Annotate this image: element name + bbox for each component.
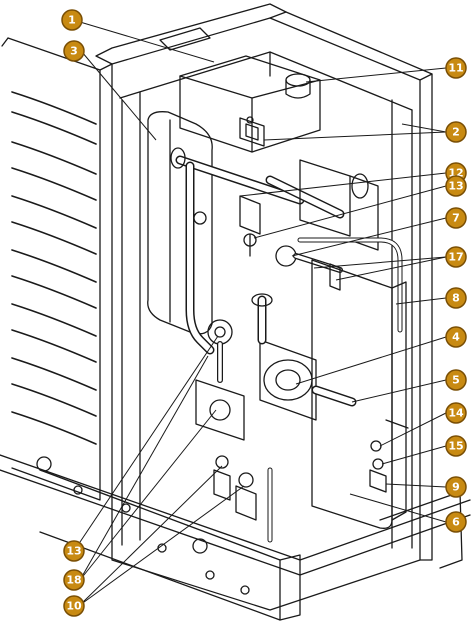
air-purge-valve [285, 73, 311, 99]
callout-label: 6 [452, 516, 460, 529]
callout-label: 17 [448, 251, 463, 264]
callout-15: 15 [445, 435, 467, 457]
callout-label: 10 [66, 600, 82, 613]
leader-13a [253, 185, 447, 239]
callout-label: 13 [448, 180, 463, 193]
callout-7: 7 [445, 207, 467, 229]
circulation-pump [251, 293, 357, 421]
leader-6 [349, 493, 447, 523]
base-rails [0, 454, 471, 621]
left-pipe-loop [185, 161, 215, 355]
callout-2: 2 [445, 121, 467, 143]
callout-1: 1 [61, 9, 83, 31]
leader-5 [351, 379, 447, 403]
housing-frame [95, 3, 433, 611]
callout-label: 7 [452, 212, 460, 225]
callout-9: 9 [445, 476, 467, 498]
callout-6: 6 [445, 511, 467, 533]
unit-line-art [0, 3, 471, 621]
callout-label: 15 [448, 440, 463, 453]
callout-13a: 13 [445, 175, 467, 197]
leader-7 [291, 217, 447, 257]
callout-14: 14 [445, 402, 467, 424]
leader-3 [81, 51, 157, 141]
left-casing-panel [1, 37, 113, 501]
callout-13b: 13 [63, 540, 85, 562]
buffer-tank [311, 259, 407, 529]
callout-label: 11 [448, 62, 463, 75]
callout-label: 1 [68, 14, 76, 27]
callout-label: 8 [452, 292, 460, 305]
safety-valve-group [369, 419, 409, 493]
callout-3: 3 [63, 40, 85, 62]
three-way-valve [195, 319, 245, 441]
leader-11 [305, 67, 447, 83]
leader-12 [239, 172, 447, 197]
heat-exchanger-pipework [170, 147, 379, 257]
casing-louvres [11, 91, 97, 445]
callout-label: 2 [452, 126, 460, 139]
leader-2b [401, 123, 447, 133]
flow-switch-assembly [275, 237, 403, 333]
leader-14 [379, 412, 447, 447]
callout-4: 4 [445, 326, 467, 348]
callout-label: 18 [66, 574, 81, 587]
callout-8: 8 [445, 287, 467, 309]
leader-18a [79, 409, 217, 581]
callout-5: 5 [445, 369, 467, 391]
callout-label: 5 [452, 374, 460, 387]
leader-2 [263, 131, 447, 141]
callout-17: 17 [445, 246, 467, 268]
control-box [179, 55, 321, 153]
leader-9 [385, 483, 447, 488]
callout-badges: 1 3 11 2 12 13 7 17 [61, 9, 467, 617]
leader-lines [73, 21, 447, 606]
callout-label: 13 [66, 545, 81, 558]
leader-17 [335, 256, 447, 281]
leader-18b [79, 355, 209, 581]
leader-17b [313, 256, 447, 269]
leader-4 [295, 336, 447, 385]
leader-13b [73, 335, 219, 552]
leader-8 [395, 297, 447, 305]
leader-1 [79, 21, 215, 63]
expansion-vessel [147, 111, 213, 335]
callout-11: 11 [445, 57, 467, 79]
callout-label: 9 [452, 481, 460, 494]
callout-label: 3 [70, 45, 78, 58]
callout-10: 10 [63, 595, 85, 617]
drain-valves [213, 455, 273, 543]
callout-label: 14 [448, 407, 464, 420]
callout-18: 18 [63, 569, 85, 591]
leader-15 [381, 445, 447, 465]
callout-label: 4 [452, 331, 460, 344]
leader-10b [79, 485, 245, 606]
leader-10a [79, 465, 223, 606]
